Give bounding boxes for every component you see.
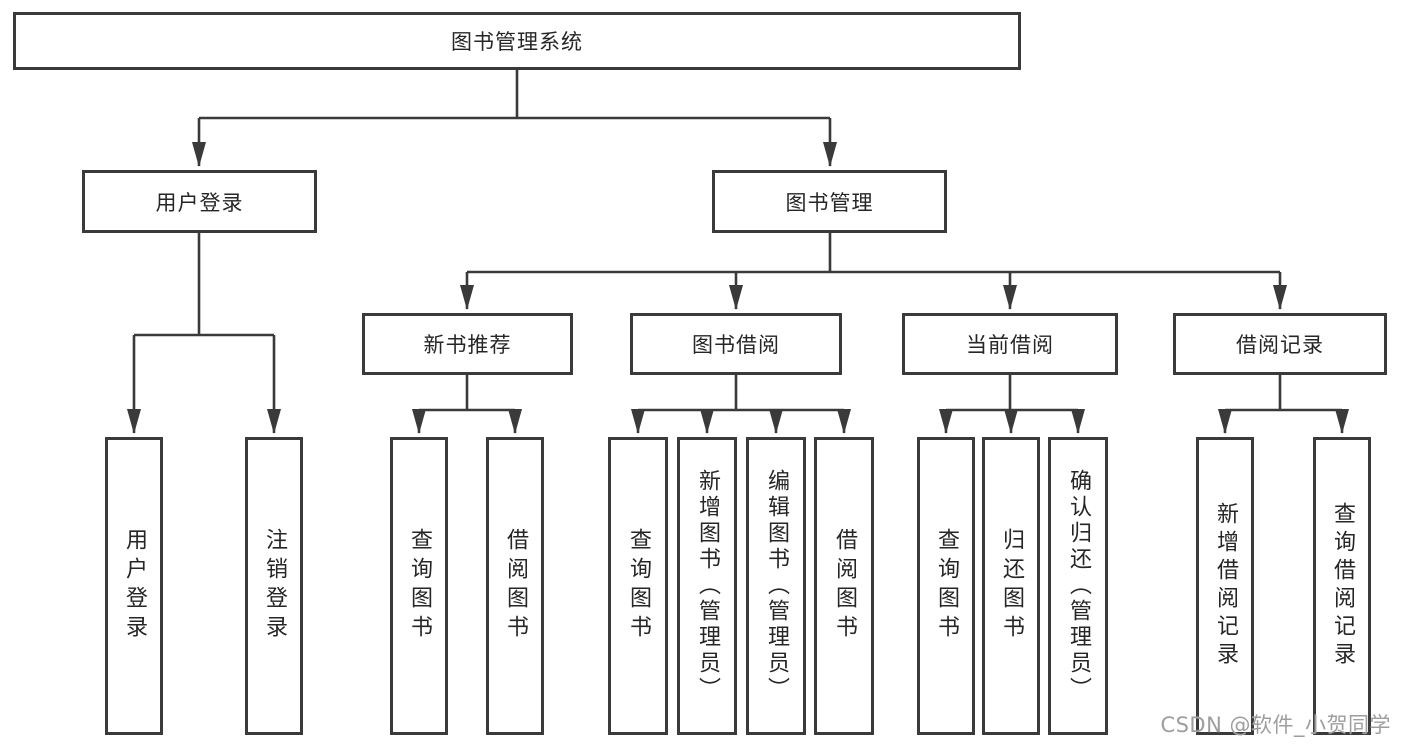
node-root-library-system: 图书管理系统 [13, 12, 1021, 70]
leaf-query-books-1: 查询图书 [390, 437, 448, 735]
node-label: 用户登录 [155, 190, 244, 215]
node-borrowing-records: 借阅记录 [1173, 313, 1387, 375]
node-label: 查询图书 [407, 528, 432, 644]
leaf-query-books-2: 查询图书 [608, 437, 668, 735]
node-label: 编辑图书（管理员） [764, 469, 789, 703]
leaf-query-books-3: 查询图书 [917, 437, 975, 735]
node-label: 当前借阅 [966, 333, 1054, 357]
node-book-management: 图书管理 [712, 170, 947, 233]
node-label: 归还图书 [999, 528, 1024, 644]
node-label: 确认归还（管理员） [1066, 469, 1091, 703]
node-label: 借阅图书 [503, 528, 528, 644]
node-label: 图书管理系统 [451, 30, 583, 54]
leaf-borrow-books-1: 借阅图书 [486, 437, 544, 735]
node-label: 借阅记录 [1236, 333, 1324, 357]
node-label: 查询图书 [626, 528, 651, 644]
node-new-book-recommend: 新书推荐 [362, 313, 573, 375]
leaf-edit-books-admin: 编辑图书（管理员） [746, 437, 806, 735]
leaf-add-borrow-record: 新增借阅记录 [1196, 437, 1254, 735]
leaf-borrow-books-2: 借阅图书 [814, 437, 874, 735]
node-label: 查询借阅记录 [1330, 502, 1355, 670]
node-label: 用户登录 [122, 528, 147, 644]
node-label: 借阅图书 [832, 528, 857, 644]
leaf-query-borrow-record: 查询借阅记录 [1313, 437, 1371, 735]
leaf-confirm-return-admin: 确认归还（管理员） [1048, 437, 1108, 735]
node-label: 图书管理 [785, 190, 874, 215]
node-label: 查询图书 [934, 528, 959, 644]
leaf-add-books-admin: 新增图书（管理员） [677, 437, 737, 735]
node-user-login: 用户登录 [82, 170, 317, 233]
leaf-return-books: 归还图书 [982, 437, 1040, 735]
node-current-borrowing: 当前借阅 [902, 313, 1118, 375]
node-book-borrowing: 图书借阅 [630, 313, 842, 375]
csdn-watermark: CSDN @软件_小贺同学 [1160, 713, 1391, 737]
node-label: 新增图书（管理员） [695, 469, 720, 703]
node-label: 图书借阅 [692, 333, 780, 357]
leaf-user-login: 用户登录 [105, 437, 163, 735]
node-label: 新书推荐 [423, 333, 512, 357]
leaf-logout: 注销登录 [245, 437, 303, 735]
node-label: 新增借阅记录 [1213, 502, 1238, 670]
node-label: 注销登录 [262, 528, 287, 644]
